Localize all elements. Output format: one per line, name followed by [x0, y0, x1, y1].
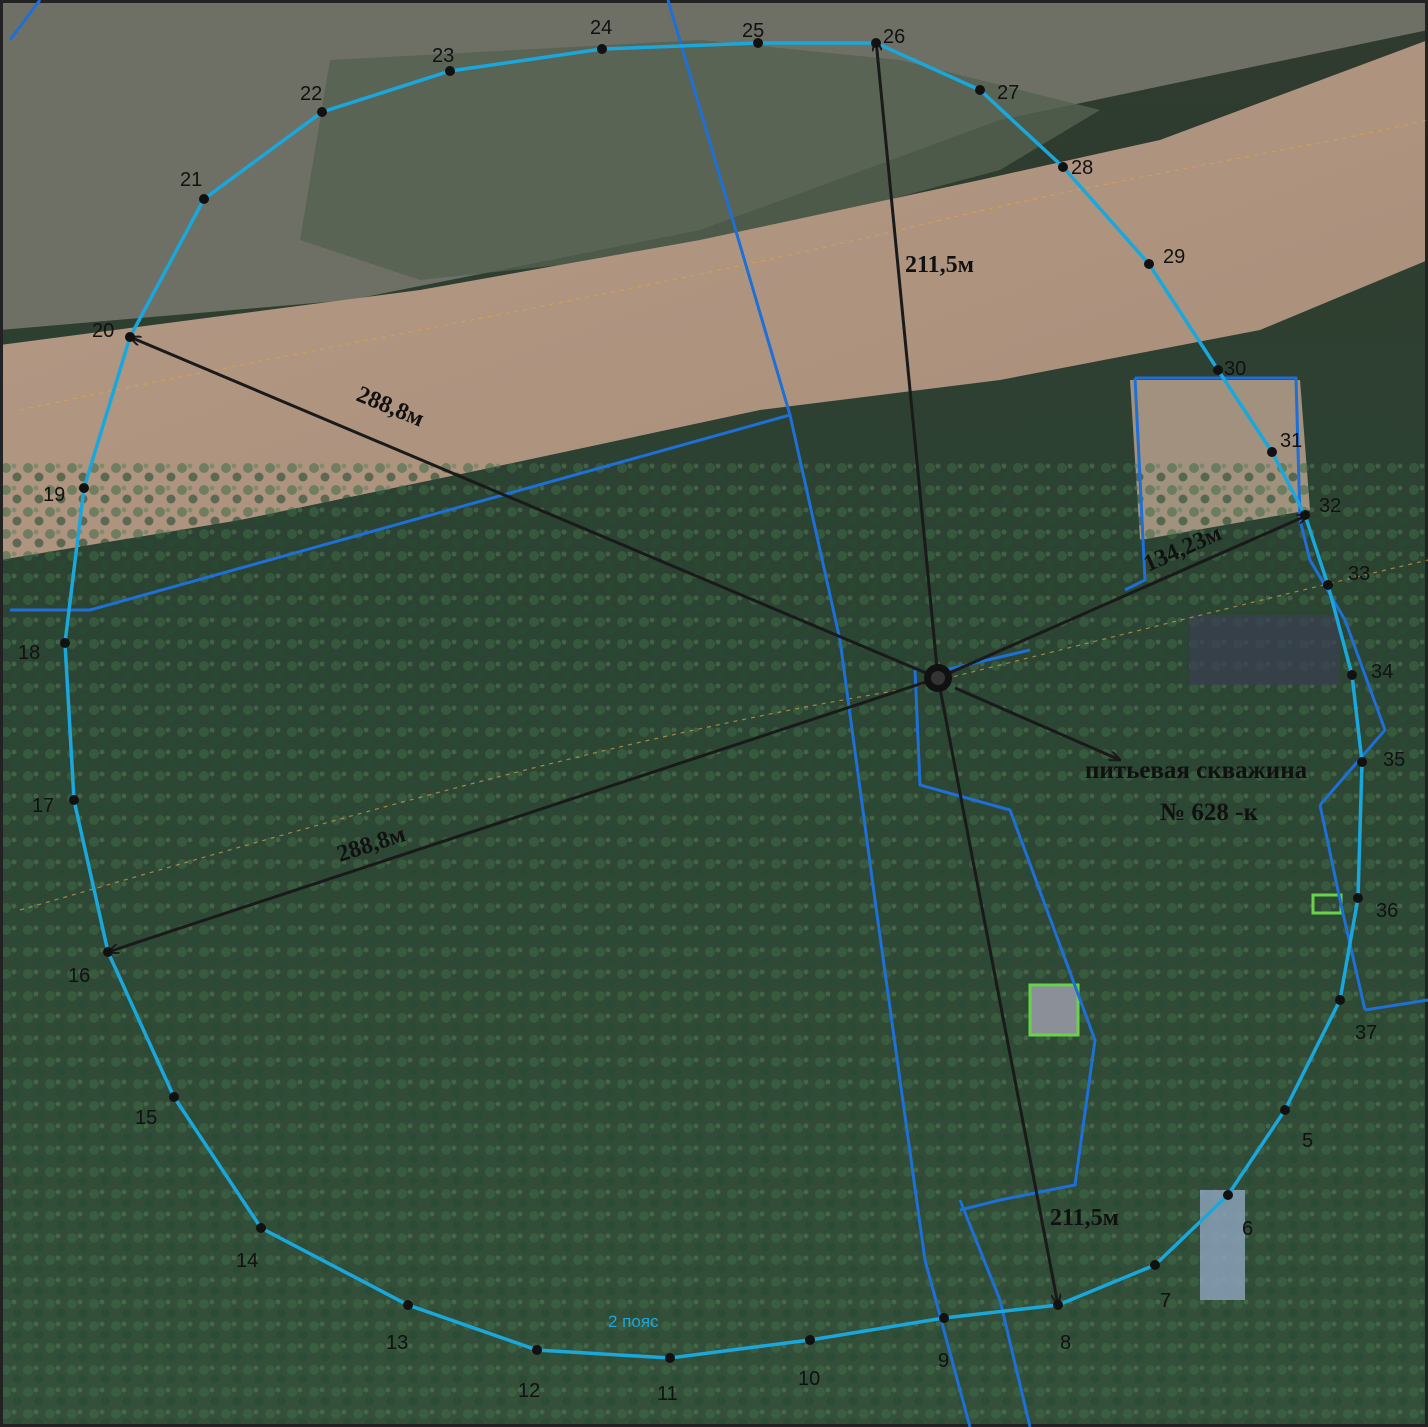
radius-line-northwest — [130, 337, 939, 680]
boundary-point-marker[interactable] — [1223, 1190, 1233, 1200]
boundary-point-label: 33 — [1348, 563, 1370, 585]
boundary-point-marker[interactable] — [1213, 365, 1223, 375]
boundary-point-label: 29 — [1163, 246, 1185, 268]
boundary-point-marker[interactable] — [753, 38, 763, 48]
boundary-point-label: 14 — [236, 1250, 258, 1272]
riverbank-vegetation — [300, 40, 1100, 280]
boundary-point-label: 9 — [938, 1350, 949, 1372]
radius-line-north — [876, 40, 940, 679]
boundary-point-marker[interactable] — [975, 85, 985, 95]
boundary-point-marker[interactable] — [125, 332, 135, 342]
boundary-point-marker[interactable] — [69, 795, 79, 805]
boundary-point-marker[interactable] — [1357, 757, 1367, 767]
boundary-point-marker[interactable] — [79, 483, 89, 493]
zone-label: 2 пояс — [608, 1312, 659, 1331]
boundary-points: 5 6 7 8 9 10 11 12 13 14 15 16 17 18 19 20 21 22 23 24 25 26 2… — [18, 17, 1405, 1405]
boundary-point-label: 16 — [68, 965, 90, 987]
boundary-point-marker[interactable] — [199, 194, 209, 204]
distance-label-north: 211,5м — [905, 252, 974, 278]
boundary-point-marker[interactable] — [169, 1092, 179, 1102]
boundary-point-label: 18 — [18, 642, 40, 664]
boundary-point-marker[interactable] — [597, 44, 607, 54]
boundary-point-label: 8 — [1060, 1332, 1071, 1354]
boundary-point-marker[interactable] — [805, 1335, 815, 1345]
boundary-point-marker[interactable] — [939, 1313, 949, 1323]
radius-line-southwest — [108, 676, 939, 952]
building — [1028, 983, 1080, 1037]
boundary-point-label: 28 — [1071, 157, 1093, 179]
boundary-point-label: 21 — [180, 169, 202, 191]
well-name-label: питьевая скважина — [1085, 757, 1308, 784]
radius-line-east — [937, 515, 1308, 680]
boundary-point-marker[interactable] — [1353, 893, 1363, 903]
boundary-point-label: 20 — [92, 320, 114, 342]
boundary-point-label: 12 — [518, 1380, 540, 1402]
boundary-point-label: 23 — [432, 45, 454, 67]
radius-lines — [108, 40, 1308, 1305]
boundary-point-marker[interactable] — [1053, 1300, 1063, 1310]
boundary-point-marker[interactable] — [1323, 580, 1333, 590]
boundary-point-marker[interactable] — [256, 1223, 266, 1233]
distance-label-south: 211,5м — [1050, 1205, 1119, 1231]
well-number-label: № 628 -к — [1160, 799, 1258, 826]
boundary-point-marker[interactable] — [445, 66, 455, 76]
boundary-point-marker[interactable] — [1144, 259, 1154, 269]
boundary-point-label: 7 — [1160, 1290, 1171, 1312]
boundary-point-marker[interactable] — [103, 947, 113, 957]
boundary-point-marker[interactable] — [871, 38, 881, 48]
boundary-point-label: 25 — [742, 20, 764, 42]
boundary-point-label: 27 — [997, 82, 1019, 104]
well-leader-line — [954, 686, 1120, 760]
boundary-point-label: 31 — [1280, 430, 1302, 452]
boundary-point-label: 24 — [590, 17, 612, 39]
boundary-point-marker[interactable] — [317, 107, 327, 117]
parcel-lines — [8, 0, 1428, 1427]
boundary-point-label: 37 — [1355, 1022, 1377, 1044]
boundary-point-marker[interactable] — [60, 638, 70, 648]
sandy-field — [0, 40, 1428, 560]
boundary-point-label: 36 — [1376, 900, 1398, 922]
boundary-point-marker[interactable] — [403, 1300, 413, 1310]
building — [1200, 1190, 1245, 1300]
boundary-point-marker[interactable] — [1347, 670, 1357, 680]
boundary-point-label: 13 — [386, 1332, 408, 1354]
building — [1190, 615, 1340, 685]
boundary-point-label: 34 — [1371, 661, 1393, 683]
boundary-point-label: 19 — [43, 484, 65, 506]
boundary-point-label: 26 — [883, 26, 905, 48]
zone-boundary-line[interactable] — [63, 41, 1364, 1360]
boundary-point-marker[interactable] — [1280, 1105, 1290, 1115]
radius-line-south — [936, 677, 1058, 1305]
boundary-point-label: 17 — [32, 795, 54, 817]
boundary-point-label: 35 — [1383, 749, 1405, 771]
boundary-point-label: 30 — [1224, 358, 1246, 380]
boundary-point-label: 10 — [798, 1368, 820, 1390]
boundary-point-marker[interactable] — [532, 1345, 542, 1355]
boundary-point-marker[interactable] — [1058, 162, 1068, 172]
boundary-point-marker[interactable] — [1300, 510, 1310, 520]
boundary-point-label: 11 — [657, 1383, 678, 1405]
boundary-point-label: 32 — [1319, 495, 1341, 517]
boundary-point-label: 15 — [135, 1107, 157, 1129]
boundary-point-label: 5 — [1302, 1130, 1313, 1152]
boundary-point-marker[interactable] — [1267, 447, 1277, 457]
boundary-point-marker[interactable] — [1335, 995, 1345, 1005]
boundary-point-marker[interactable] — [665, 1353, 675, 1363]
well-marker-center — [931, 671, 945, 685]
boundary-point-label: 6 — [1242, 1218, 1253, 1240]
boundary-point-label: 22 — [300, 83, 322, 105]
boundary-point-marker[interactable] — [1150, 1260, 1160, 1270]
